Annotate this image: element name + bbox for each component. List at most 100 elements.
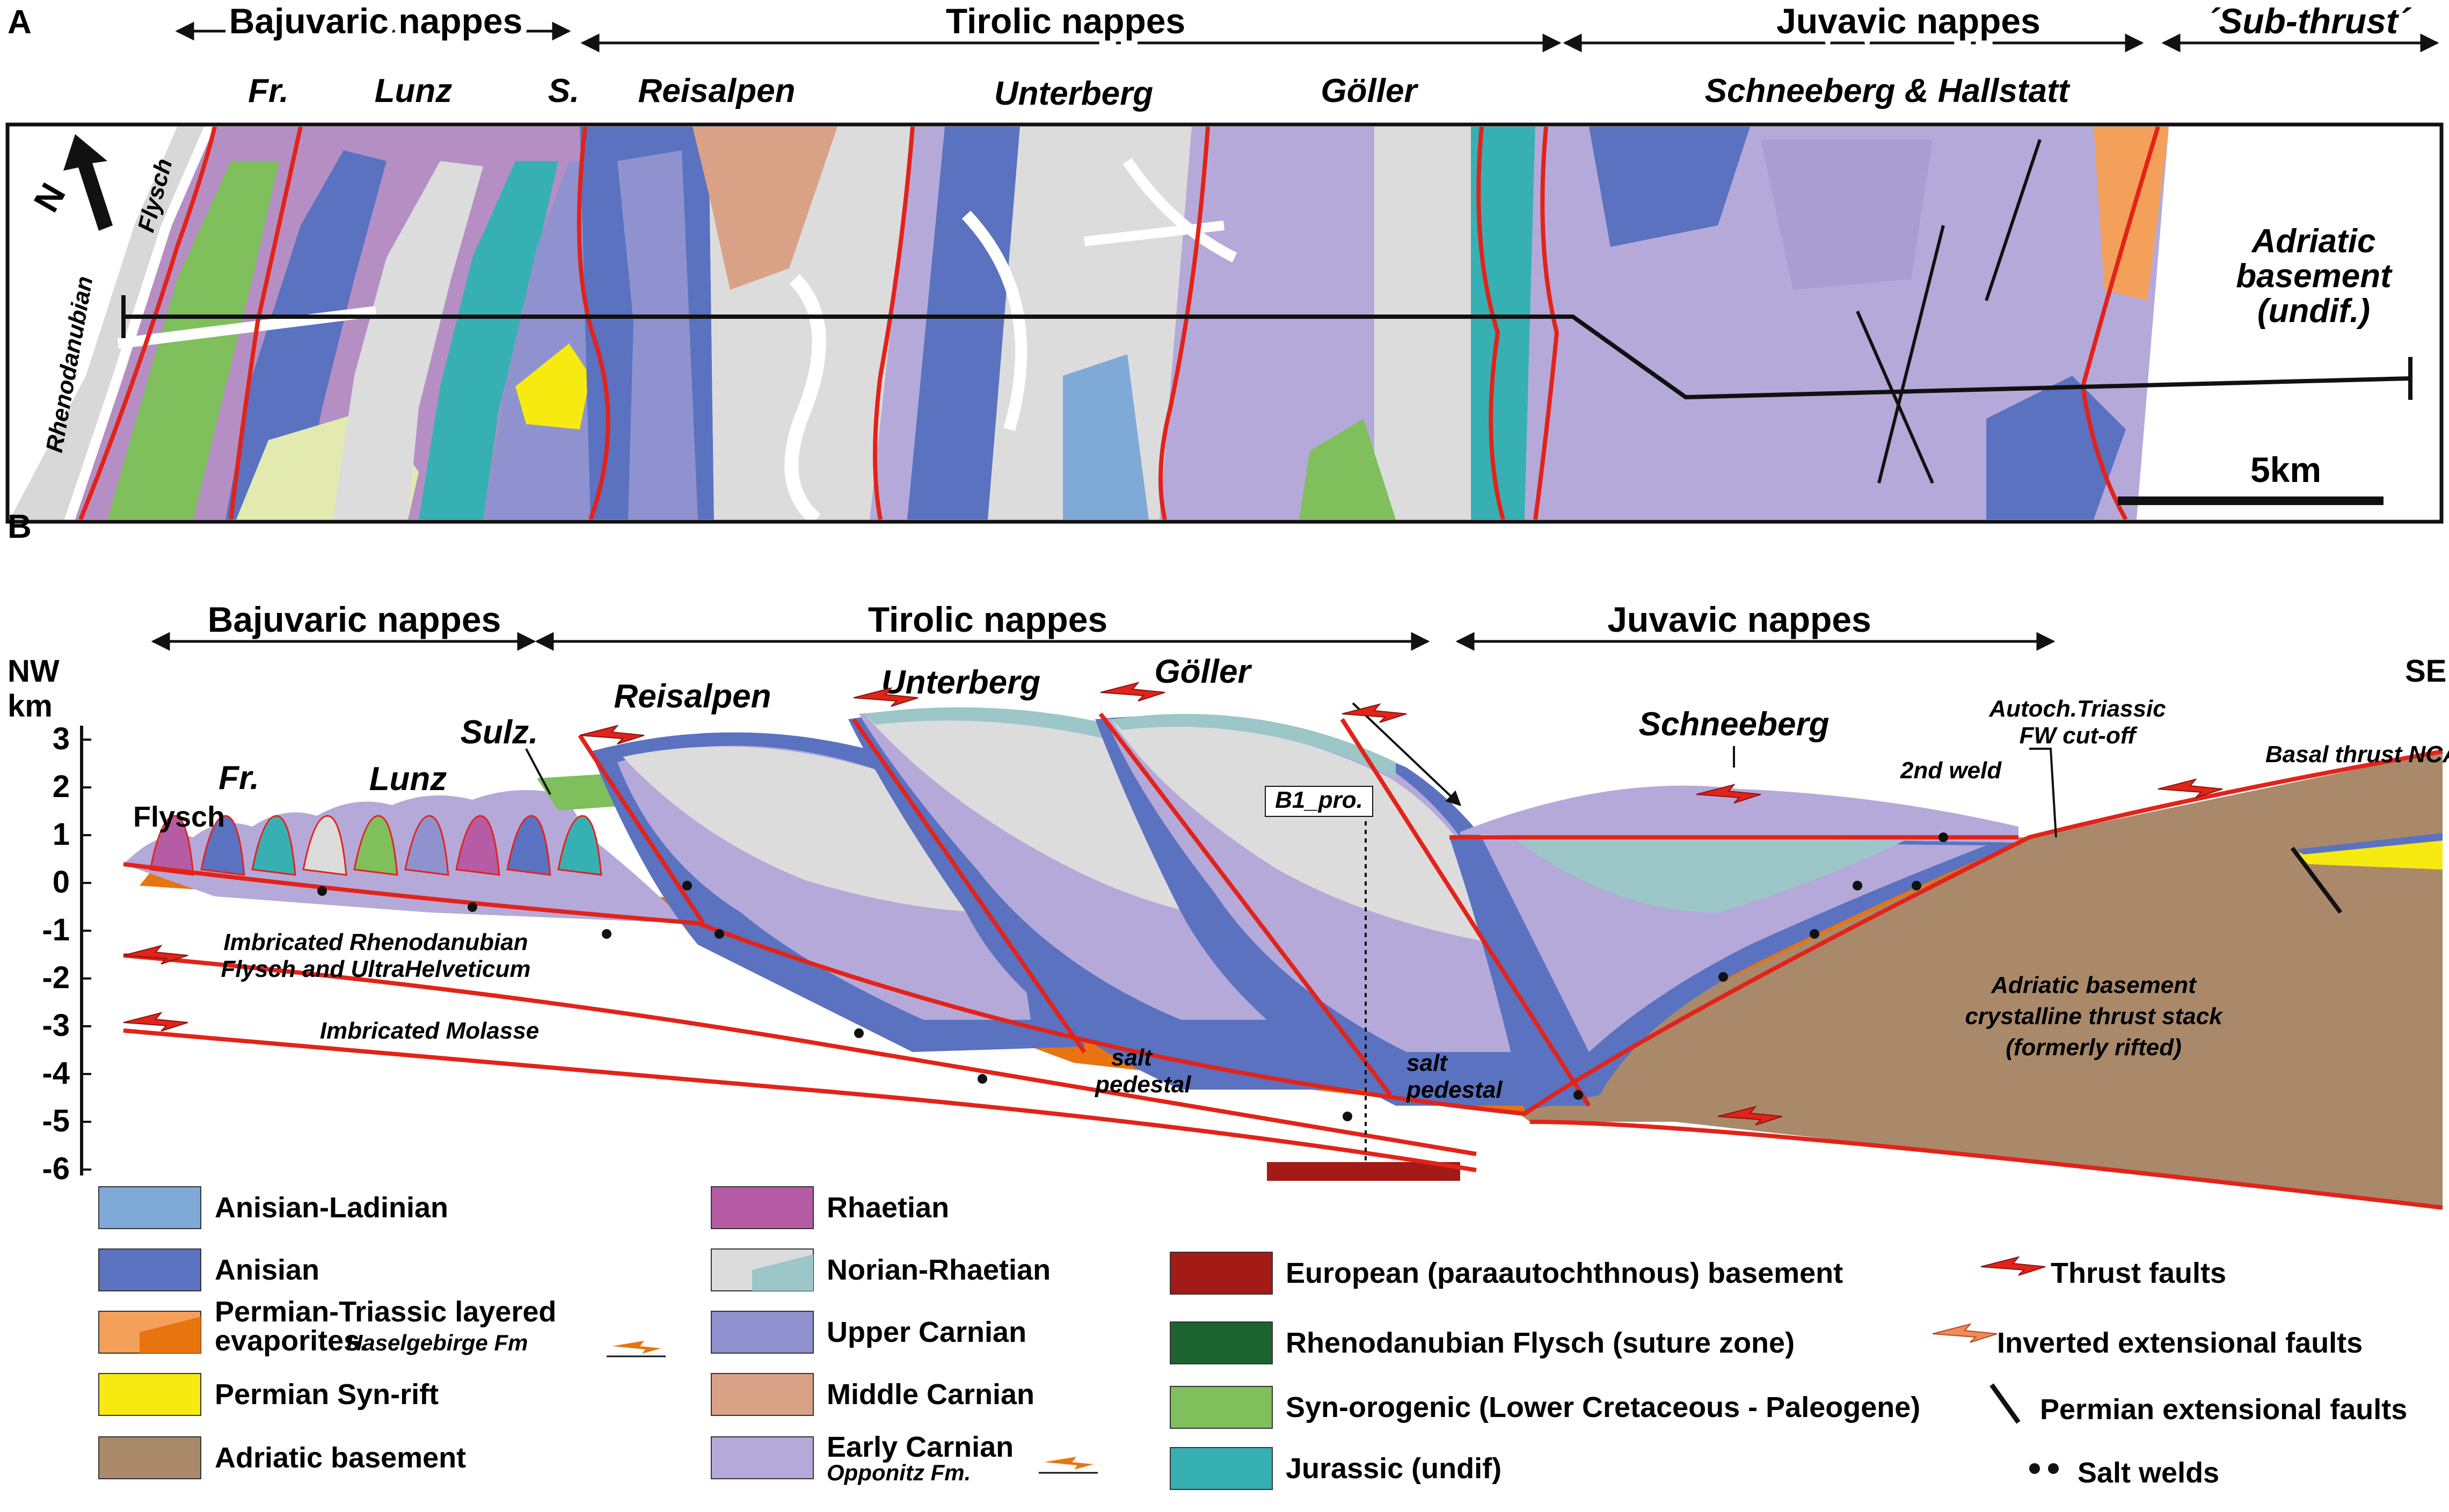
section-label-salt-1: salt [1111,1044,1153,1071]
thrust-arrow-icon [1696,784,1761,804]
legend-label: Syn-orogenic (Lower Cretaceous - Paleoge… [1286,1391,1920,1423]
section-label-pedestal-2: pedestal [1406,1077,1503,1103]
depth-tick-label: -2 [42,960,70,995]
map-goller-jurassic [1471,127,1535,520]
legend-swatch-accent [752,1254,813,1291]
section-fold [353,815,398,876]
map-juvavic-anisian [1589,127,1750,247]
section-fold [200,815,245,876]
section-fold [404,815,449,876]
map-bajuvaric-yellow [515,344,591,429]
legend-label: Permian-Triassic layered [215,1296,556,1328]
map-reisalpen-carnian [617,150,698,520]
b1-label-box [1265,786,1373,817]
legend-label: Inverted extensional faults [1997,1327,2363,1359]
legend-swatch [98,1373,201,1416]
legend-swatch [98,1186,201,1229]
section-fault-lines [123,712,2443,1210]
legend-weld-dot-icon [2048,1463,2059,1474]
section-fold [251,815,296,876]
section-juvavic-nappe [1449,785,2018,1111]
map-label-reisalpen: Reisalpen [638,72,796,109]
thrust-arrow-icon [1717,1106,1783,1126]
map-goller-syn-orogenic [1299,419,1396,520]
map-drainage-1 [784,274,826,520]
map-unterberg-anisian-ladinian [1063,354,1149,520]
section-trace-line [123,315,2411,400]
legend-label: Rhaetian [827,1192,949,1224]
section-label-autoch-2: FW cut-off [2020,722,2138,749]
section-label-imbr-rheno-2: Flysch and UltraHelveticum [221,956,530,982]
salt-weld-dot [854,1028,864,1038]
depth-tick-label: 0 [53,865,70,900]
map-bajuvaric-blue [225,150,387,520]
section-permian-synrift [2298,837,2443,870]
scale-bar [2118,496,2384,505]
map-bajuvaric-green [107,161,279,520]
geologic-map [10,127,2169,520]
salt-weld-dot [602,929,611,939]
salt-weld-dot [1573,1090,1583,1100]
depth-tick-label: -3 [42,1008,70,1043]
b-juvavic-heading: Juvavic nappes [1607,600,1871,639]
map-label-schneeberg-hallstatt: Schneeberg & Hallstatt [1705,72,2071,109]
legend-weld-dot-icon [2029,1463,2040,1474]
legend-swatch [711,1311,814,1354]
legend-permian-fault-icon [1989,1383,2021,1424]
map-label-fr: Fr. [248,72,289,109]
legend-label: European (paraautochthnous) basement [1286,1257,1843,1289]
section-label-salt-2: salt [1406,1050,1448,1076]
bajuvaric-heading: Bajuvaric nappes [229,1,523,41]
map-drainage-3 [1123,158,1237,262]
juvavic-heading: Juvavic nappes [1776,1,2040,41]
map-black-faults [1856,139,2042,484]
subthrust-heading: ´Sub-thrust´ [2207,1,2412,41]
salt-weld-dot [1938,832,1948,842]
legend: Anisian-LadinianAnisianPermian-Triassic … [98,1186,2407,1490]
subthrust-halo: ´Sub-thrust´ [2207,1,2412,41]
section-label-adriatic-1: Adriatic basement [1991,972,2197,998]
map-label-adriatic-1: Adriatic [2251,223,2376,260]
depth-tick-label: -1 [42,912,70,947]
nw-label: NW [8,654,60,689]
legend-label: evaporites. [215,1325,368,1357]
salt-weld-dot [317,886,327,896]
section-bajuvaric-carnian [123,790,687,923]
juvavic-halo: Juvavic nappes [1776,1,2040,41]
section-permian-top [2298,833,2443,854]
legend-label: Jurassic (undif) [1286,1452,1502,1485]
section-fold [455,815,500,876]
salt-weld-dot [1810,929,1819,939]
section-label-2nd-weld: 2nd weld [1900,757,2002,784]
legend-inverted-icon [1932,1323,1998,1343]
section-permian-fault [2290,846,2343,914]
section-label-schneeberg: Schneeberg [1639,706,1830,743]
thrust-arrow-icon [1100,682,1165,702]
tirolic-halo: Tirolic nappes [946,1,1185,41]
section-label-pedestal-1: pedestal [1095,1071,1191,1098]
opponitz-arrow-icon [1044,1457,1094,1470]
legend-swatch [711,1186,814,1229]
thrust-arrow-icon [123,1012,188,1032]
map-label-adriatic-2: basement [2236,258,2393,295]
legend-swatch [1170,1252,1273,1295]
map-thrust-traces [78,127,2160,520]
section-label-flysch: Flysch [133,801,225,833]
legend-swatch [1170,1321,1273,1364]
salt-weld-dot [978,1074,987,1084]
thrust-arrow-icon [579,725,645,744]
map-label-goller: Göller [1321,72,1418,109]
thrust-arrow-icon [2158,778,2223,798]
callout-sulz [525,748,551,795]
panel-b: B Bajuvaric nappes Tirolic nappes Juvavi… [8,508,2449,1210]
map-reisalpen-midcarnian [693,127,837,290]
salt-weld-dot [715,929,724,939]
tirolic-heading: Tirolic nappes [946,1,1185,41]
legend-label: Early Carnian [827,1431,1014,1463]
b-bajuvaric-heading: Bajuvaric nappes [208,600,501,639]
section-label-fr: Fr. [218,759,259,797]
callout-autoch [2029,748,2057,838]
legend-label: Norian-Rhaetian [827,1254,1051,1286]
